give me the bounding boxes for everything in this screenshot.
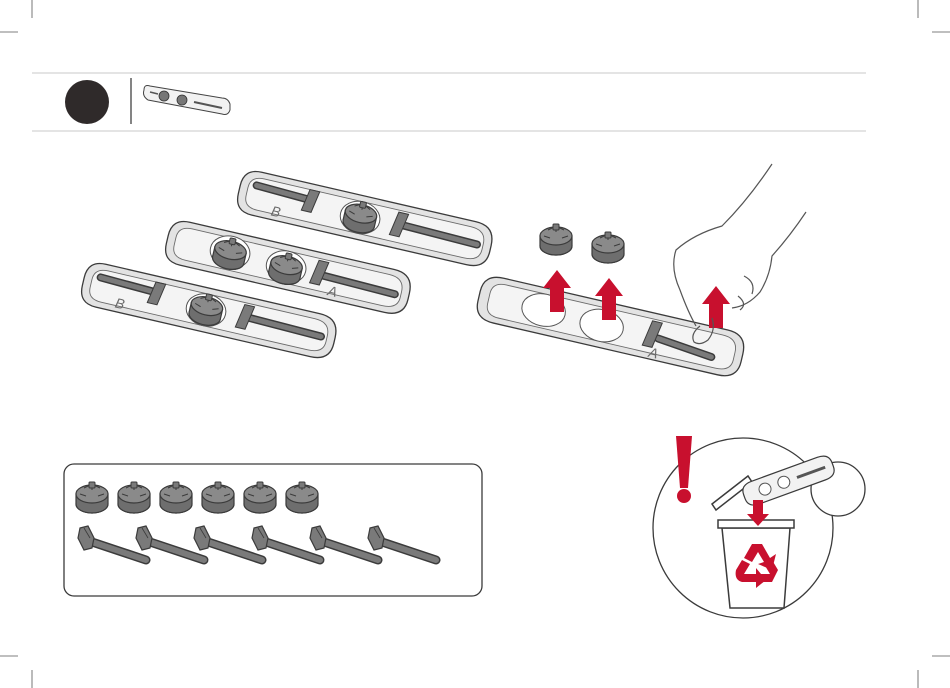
step-badge <box>65 80 109 124</box>
lifted-knob-2 <box>592 232 624 263</box>
arrow-up-icon <box>702 286 730 328</box>
parts-inventory-box <box>64 464 482 596</box>
lifted-knob-1 <box>540 224 572 255</box>
hand-icon <box>674 164 806 344</box>
part-thumbnail <box>144 86 231 115</box>
